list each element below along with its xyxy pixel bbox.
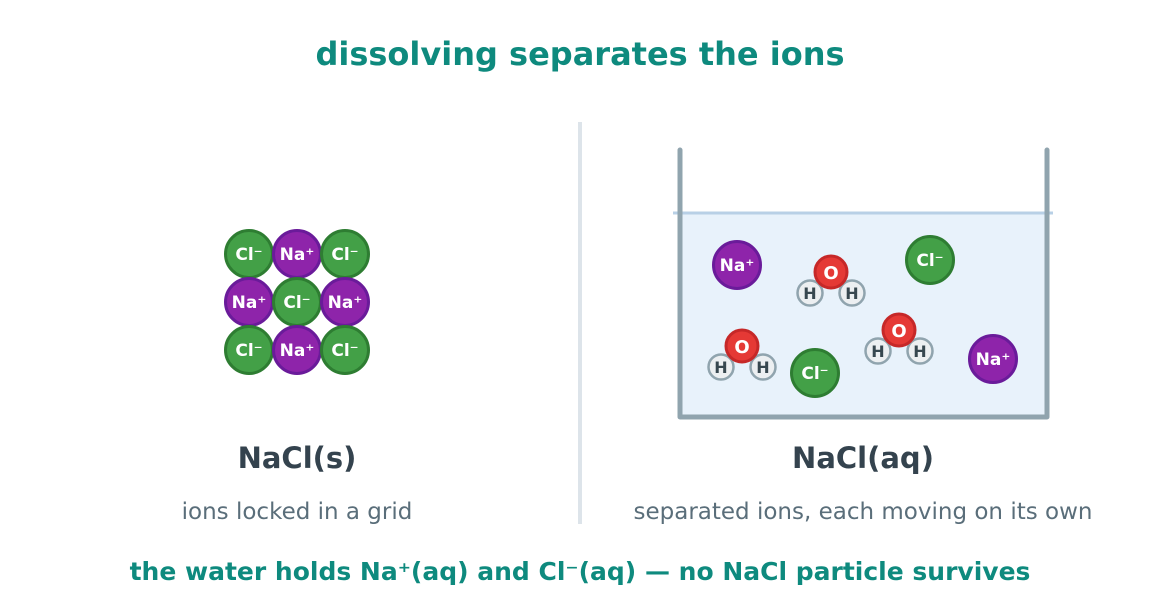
ion-label: Cl⁻ <box>916 251 943 271</box>
ion-label: Cl⁻ <box>801 364 828 384</box>
ion-chloride: Cl⁻ <box>224 325 274 375</box>
ion-sodium: Na⁺ <box>320 277 370 327</box>
hydrogen-atom <box>707 353 735 381</box>
beaker-walls <box>677 147 1050 420</box>
solution-caption: separated ions, each moving on its own <box>634 499 1093 525</box>
ion-label: Na⁺ <box>976 350 1011 370</box>
ion-label: Cl⁻ <box>331 245 358 265</box>
oxygen-label: O <box>823 263 838 284</box>
oxygen-atom <box>881 312 917 348</box>
ion-chloride: Cl⁻ <box>320 325 370 375</box>
hydrogen-atom <box>796 279 824 307</box>
oxygen-label: O <box>891 321 906 342</box>
ion-chloride: Cl⁻ <box>905 235 955 285</box>
hydrogen-atom <box>838 279 866 307</box>
ion-sodium: Na⁺ <box>224 277 274 327</box>
ion-sodium: Na⁺ <box>272 325 322 375</box>
hydrogen-atom <box>906 337 934 365</box>
ion-sodium: Na⁺ <box>968 334 1018 384</box>
footer-summary: the water holds Na⁺(aq) and Cl⁻(aq) — no… <box>130 557 1031 586</box>
hydrogen-label: H <box>913 342 926 361</box>
hydrogen-label: H <box>803 284 816 303</box>
water-molecule: H H O <box>864 312 934 365</box>
solid-caption: ions locked in a grid <box>182 499 413 525</box>
ion-sodium: Na⁺ <box>712 240 762 290</box>
solid-label: NaCl(s) <box>238 441 357 475</box>
nacl-solid-lattice: Cl⁻ Na⁺ Cl⁻ Na⁺ Cl⁻ Na⁺ Cl⁻ Na⁺ <box>224 229 370 375</box>
page-title: dissolving separates the ions <box>315 35 844 73</box>
ion-label: Cl⁻ <box>235 341 262 361</box>
ion-label: Na⁺ <box>232 293 267 313</box>
ion-sodium: Na⁺ <box>272 229 322 279</box>
ion-label: Cl⁻ <box>235 245 262 265</box>
hydrogen-atom <box>749 353 777 381</box>
ion-label: Na⁺ <box>280 341 315 361</box>
ion-label: Cl⁻ <box>283 293 310 313</box>
hydrogen-label: H <box>871 342 884 361</box>
ion-label: Na⁺ <box>720 256 755 276</box>
water-molecule: H H O <box>707 328 777 381</box>
solution-label: NaCl(aq) <box>792 441 934 475</box>
hydrogen-label: H <box>714 358 727 377</box>
hydrogen-label: H <box>756 358 769 377</box>
ion-label: Na⁺ <box>328 293 363 313</box>
ion-chloride: Cl⁻ <box>320 229 370 279</box>
ion-chloride: Cl⁻ <box>790 348 840 398</box>
ion-label: Cl⁻ <box>331 341 358 361</box>
hydrogen-label: H <box>845 284 858 303</box>
oxygen-atom <box>724 328 760 364</box>
hydrogen-atom <box>864 337 892 365</box>
oxygen-atom <box>813 254 849 290</box>
ion-chloride: Cl⁻ <box>272 277 322 327</box>
water-molecule: H H O <box>796 254 866 307</box>
oxygen-label: O <box>734 337 749 358</box>
ion-chloride: Cl⁻ <box>224 229 274 279</box>
ion-label: Na⁺ <box>280 245 315 265</box>
